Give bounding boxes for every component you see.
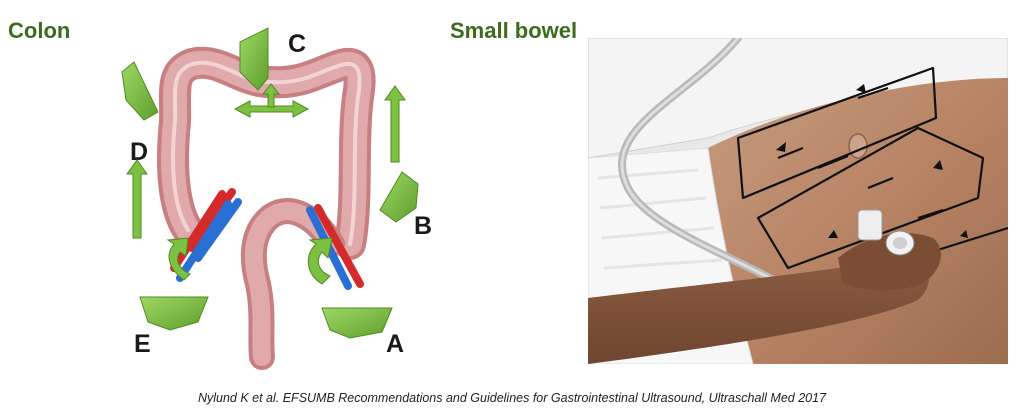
ultrasound-probe [857, 209, 915, 256]
colon-diagram: C D B E A [121, 27, 432, 370]
probe-D [121, 61, 159, 121]
curved-arrow-left [166, 237, 191, 281]
label-E: E [134, 330, 151, 358]
probe-B [379, 171, 419, 223]
label-A: A [386, 330, 404, 358]
large-intestine [157, 46, 376, 260]
probe-C [239, 27, 269, 91]
arrow-up-left [126, 159, 148, 239]
probe-E [139, 296, 209, 331]
scan-direction-arrows [776, 84, 968, 238]
probe-A [321, 307, 393, 339]
label-B: B [414, 212, 432, 240]
citation: Nylund K et al. EFSUMB Recommendations a… [197, 391, 827, 405]
vessels-left [170, 188, 242, 282]
small-bowel-heading: Small bowel [450, 18, 578, 43]
label-C: C [288, 30, 306, 58]
small-bowel-photo [588, 38, 1008, 364]
sigmoid-rectum [240, 198, 345, 370]
scan-path [736, 66, 1008, 270]
hand [838, 233, 941, 291]
label-D: D [130, 138, 148, 166]
arrow-up-right [384, 85, 406, 163]
transverse-scan-arrow [233, 83, 310, 118]
colon-heading: Colon [8, 18, 71, 43]
curved-arrow-right [307, 237, 333, 285]
